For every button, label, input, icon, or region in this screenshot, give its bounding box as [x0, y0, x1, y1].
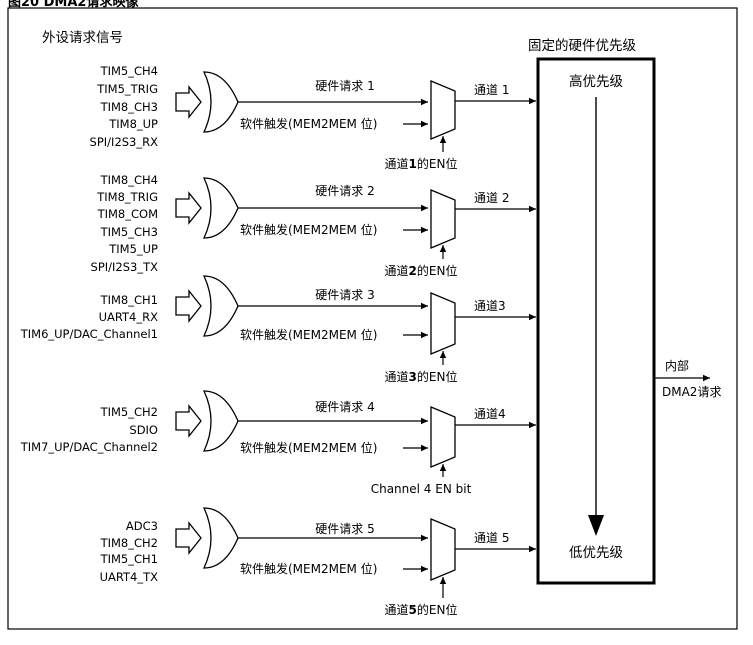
hardware-request-label: 硬件请求 5 — [315, 522, 374, 536]
enable-bit-prefix: 通道 — [385, 370, 409, 384]
enable-bit-label: 通道2的EN位 — [385, 263, 458, 278]
enable-bit-number: 2 — [409, 264, 417, 278]
channel-label: 通道 1 — [474, 83, 509, 97]
software-trigger-label: 软件触发(MEM2MEM 位) — [240, 116, 377, 131]
priority-arrow-head — [588, 515, 604, 536]
peripheral-source-label: TIM5_CH2 — [100, 405, 158, 419]
channel-label: 通道3 — [474, 299, 506, 313]
enable-bit-label: 通道5的EN位 — [385, 602, 458, 617]
input-arrow-shape — [175, 404, 202, 438]
enable-bit-label: 通道1的EN位 — [385, 156, 458, 171]
enable-bit-prefix: 通道 — [385, 264, 409, 278]
software-trigger-label: 软件触发(MEM2MEM 位) — [240, 561, 377, 576]
peripheral-source-label: SPI/I2S3_TX — [91, 260, 159, 274]
peripheral-source-label: SPI/I2S3_RX — [90, 135, 159, 149]
peripheral-source-label: SDIO — [129, 423, 158, 437]
peripheral-source-label: TIM8_COM — [97, 207, 158, 221]
peripheral-source-label: TIM7_UP/DAC_Channel2 — [20, 440, 158, 454]
enable-bit-prefix: Channel 4 EN bit — [371, 482, 472, 496]
or-gate — [202, 507, 239, 569]
peripheral-source-label: TIM5_CH1 — [100, 552, 158, 566]
peripheral-source-label: TIM8_CH1 — [100, 293, 158, 307]
outer-frame — [7, 7, 738, 630]
channel-multiplexer — [430, 518, 456, 581]
enable-bit-suffix: 的EN位 — [417, 263, 458, 278]
channel-label: 通道 5 — [474, 531, 509, 545]
enable-bit-number: 3 — [409, 370, 417, 384]
arbiter-title: 固定的硬件优先级 — [528, 38, 636, 54]
channel-multiplexer — [430, 292, 456, 355]
peripheral-source-label: ADC3 — [126, 519, 158, 533]
peripheral-source-label: TIM5_CH3 — [100, 225, 158, 239]
output-internal-label: 内部 — [665, 358, 689, 373]
hardware-request-label: 硬件请求 3 — [315, 288, 374, 302]
peripheral-source-label: TIM6_UP/DAC_Channel1 — [20, 327, 158, 341]
channel-label: 通道4 — [474, 407, 506, 421]
enable-bit-number: 1 — [409, 157, 417, 171]
or-gate — [202, 390, 239, 452]
channel-multiplexer — [430, 189, 456, 249]
enable-bit-suffix: 的EN位 — [417, 602, 458, 617]
channel-multiplexer — [430, 406, 456, 468]
high-priority-label: 高优先级 — [569, 73, 623, 90]
or-gate — [202, 275, 239, 337]
low-priority-label: 低优先级 — [569, 545, 623, 561]
peripheral-source-label: TIM8_CH4 — [100, 173, 158, 187]
hardware-request-label: 硬件请求 4 — [315, 400, 374, 414]
or-gate — [202, 177, 239, 239]
output-dma2-label: DMA2请求 — [662, 385, 721, 399]
hardware-request-label: 硬件请求 1 — [315, 79, 374, 93]
peripheral-source-label: TIM5_TRIG — [96, 82, 158, 96]
hardware-request-label: 硬件请求 2 — [315, 184, 374, 198]
peripheral-source-label: TIM8_CH3 — [100, 100, 158, 114]
enable-bit-prefix: 通道 — [385, 157, 409, 171]
peripheral-source-label: UART4_TX — [100, 570, 159, 584]
input-arrow-shape — [175, 289, 202, 323]
enable-bit-suffix: 的EN位 — [417, 156, 458, 171]
input-arrow-shape — [175, 521, 202, 555]
peripheral-source-label: UART4_RX — [99, 310, 159, 324]
channel-label: 通道 2 — [474, 191, 509, 205]
enable-bit-label: Channel 4 EN bit — [371, 482, 472, 496]
input-arrow-shape — [175, 85, 202, 119]
peripheral-source-label: TIM5_CH4 — [100, 64, 158, 78]
peripheral-source-label: TIM8_CH2 — [100, 536, 158, 550]
software-trigger-label: 软件触发(MEM2MEM 位) — [240, 327, 377, 342]
peripheral-source-label: TIM5_UP — [108, 242, 158, 256]
input-arrow-shape — [175, 191, 202, 225]
software-trigger-label: 软件触发(MEM2MEM 位) — [240, 440, 377, 455]
or-gate — [202, 71, 239, 133]
channel-multiplexer — [430, 80, 456, 140]
software-trigger-label: 软件触发(MEM2MEM 位) — [240, 222, 377, 237]
figure-caption: 图20 DMA2请求映像 — [8, 0, 139, 10]
peripheral-source-label: TIM8_TRIG — [96, 190, 158, 204]
peripheral-source-label: TIM8_UP — [108, 117, 158, 131]
peripheral-signals-title: 外设请求信号 — [42, 30, 123, 46]
enable-bit-label: 通道3的EN位 — [385, 369, 458, 384]
enable-bit-prefix: 通道 — [385, 603, 409, 617]
enable-bit-suffix: 的EN位 — [417, 369, 458, 384]
enable-bit-number: 5 — [409, 603, 417, 617]
